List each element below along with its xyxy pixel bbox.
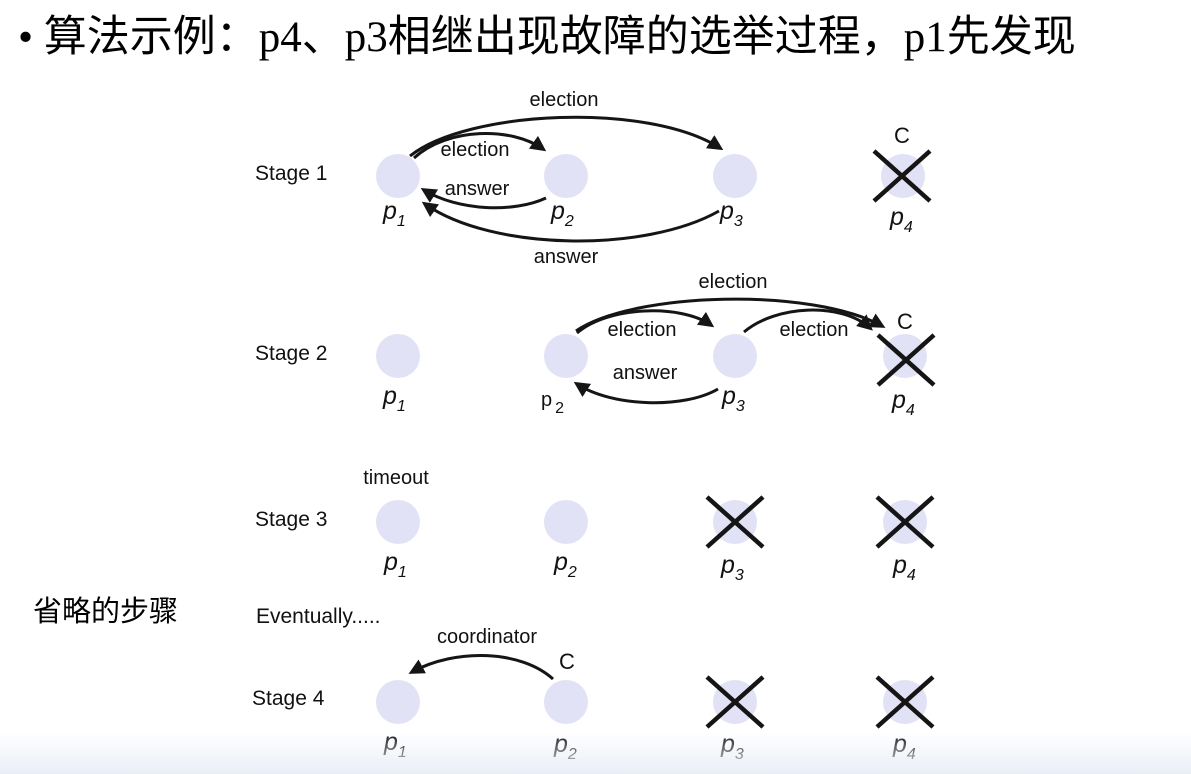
- answer-arrow-p3-to-p2: [573, 381, 719, 405]
- crossed-out-mark-p3-stage3: [705, 495, 765, 549]
- stage2-label: Stage 2: [255, 342, 328, 365]
- crossed-out-mark-p4-stage1: [872, 149, 932, 203]
- coordinator-arrow-p2-to-p1: [408, 653, 555, 681]
- process-node-p1-stage3: [376, 500, 420, 544]
- election-label-short-stage1: election: [440, 139, 510, 161]
- timeout-label-stage3: timeout: [363, 467, 429, 489]
- process-label-p2-stage3: p2: [554, 548, 577, 581]
- process-node-p3-stage1: [713, 154, 757, 198]
- process-label-p4-stage2: p4: [892, 386, 915, 419]
- election-arrow-p1-to-p3: [409, 115, 724, 158]
- slide-bottom-gradient: [0, 732, 1191, 774]
- eventually-label: Eventually.....: [256, 605, 381, 628]
- omitted-steps-note: 省略的步骤: [33, 596, 179, 628]
- stage3-label: Stage 3: [255, 508, 328, 531]
- coordinator-mark-p2-stage4: C: [559, 649, 575, 674]
- process-label-p4-stage1: p4: [890, 203, 913, 236]
- answer-arrow-p2-to-p1: [420, 187, 547, 210]
- election-label-long-stage2: election: [698, 271, 768, 293]
- answer-label-stage2: answer: [612, 362, 678, 384]
- election-label-p2p3-stage2: election: [607, 319, 677, 341]
- process-node-p2-stage2: [544, 334, 588, 378]
- process-node-p3-stage2: [713, 334, 757, 378]
- process-node-p1-stage1: [376, 154, 420, 198]
- process-label-p1-stage1: p1: [383, 197, 406, 230]
- process-label-p3-stage1: p3: [720, 197, 743, 230]
- process-label-p3-stage2: p3: [722, 382, 745, 415]
- coordinator-mark-p4-stage1: C: [894, 123, 910, 148]
- process-node-p2-stage4: [544, 680, 588, 724]
- answer-label-long-stage1: answer: [533, 246, 599, 268]
- process-label-p1-stage3: p1: [384, 548, 407, 581]
- answer-label-short-stage1: answer: [444, 178, 510, 200]
- process-label-p4-stage3: p4: [893, 551, 916, 584]
- crossed-out-mark-p3-stage4: [705, 675, 765, 729]
- process-label-p3-stage3: p3: [721, 551, 744, 584]
- election-label-p3p4-stage2: election: [779, 319, 849, 341]
- crossed-out-mark-p4-stage4: [875, 675, 935, 729]
- process-label-p1-stage2: p1: [383, 382, 406, 415]
- process-node-p1-stage2: [376, 334, 420, 378]
- election-label-long-stage1: election: [529, 89, 599, 111]
- slide-title: • 算法示例：p4、p3相继出现故障的选举过程，p1先发现: [18, 14, 1076, 61]
- process-node-p2-stage1: [544, 154, 588, 198]
- stage1-label: Stage 1: [255, 162, 328, 185]
- election-arrow-p3-to-p4: [743, 308, 873, 334]
- stage4-label: Stage 4: [252, 687, 325, 710]
- crossed-out-mark-p4-stage2: [876, 333, 936, 387]
- crossed-out-mark-p4-stage3: [875, 495, 935, 549]
- answer-arrow-p3-to-p1: [421, 201, 720, 243]
- election-arrow-p1-to-p2: [412, 131, 547, 160]
- coordinator-label-stage4: coordinator: [436, 626, 538, 648]
- process-label-p2-stage1: p2: [551, 197, 574, 230]
- coordinator-mark-p4-stage2: C: [897, 309, 913, 334]
- election-arrow-p2-to-p3: [576, 309, 715, 335]
- process-node-p2-stage3: [544, 500, 588, 544]
- process-node-p1-stage4: [376, 680, 420, 724]
